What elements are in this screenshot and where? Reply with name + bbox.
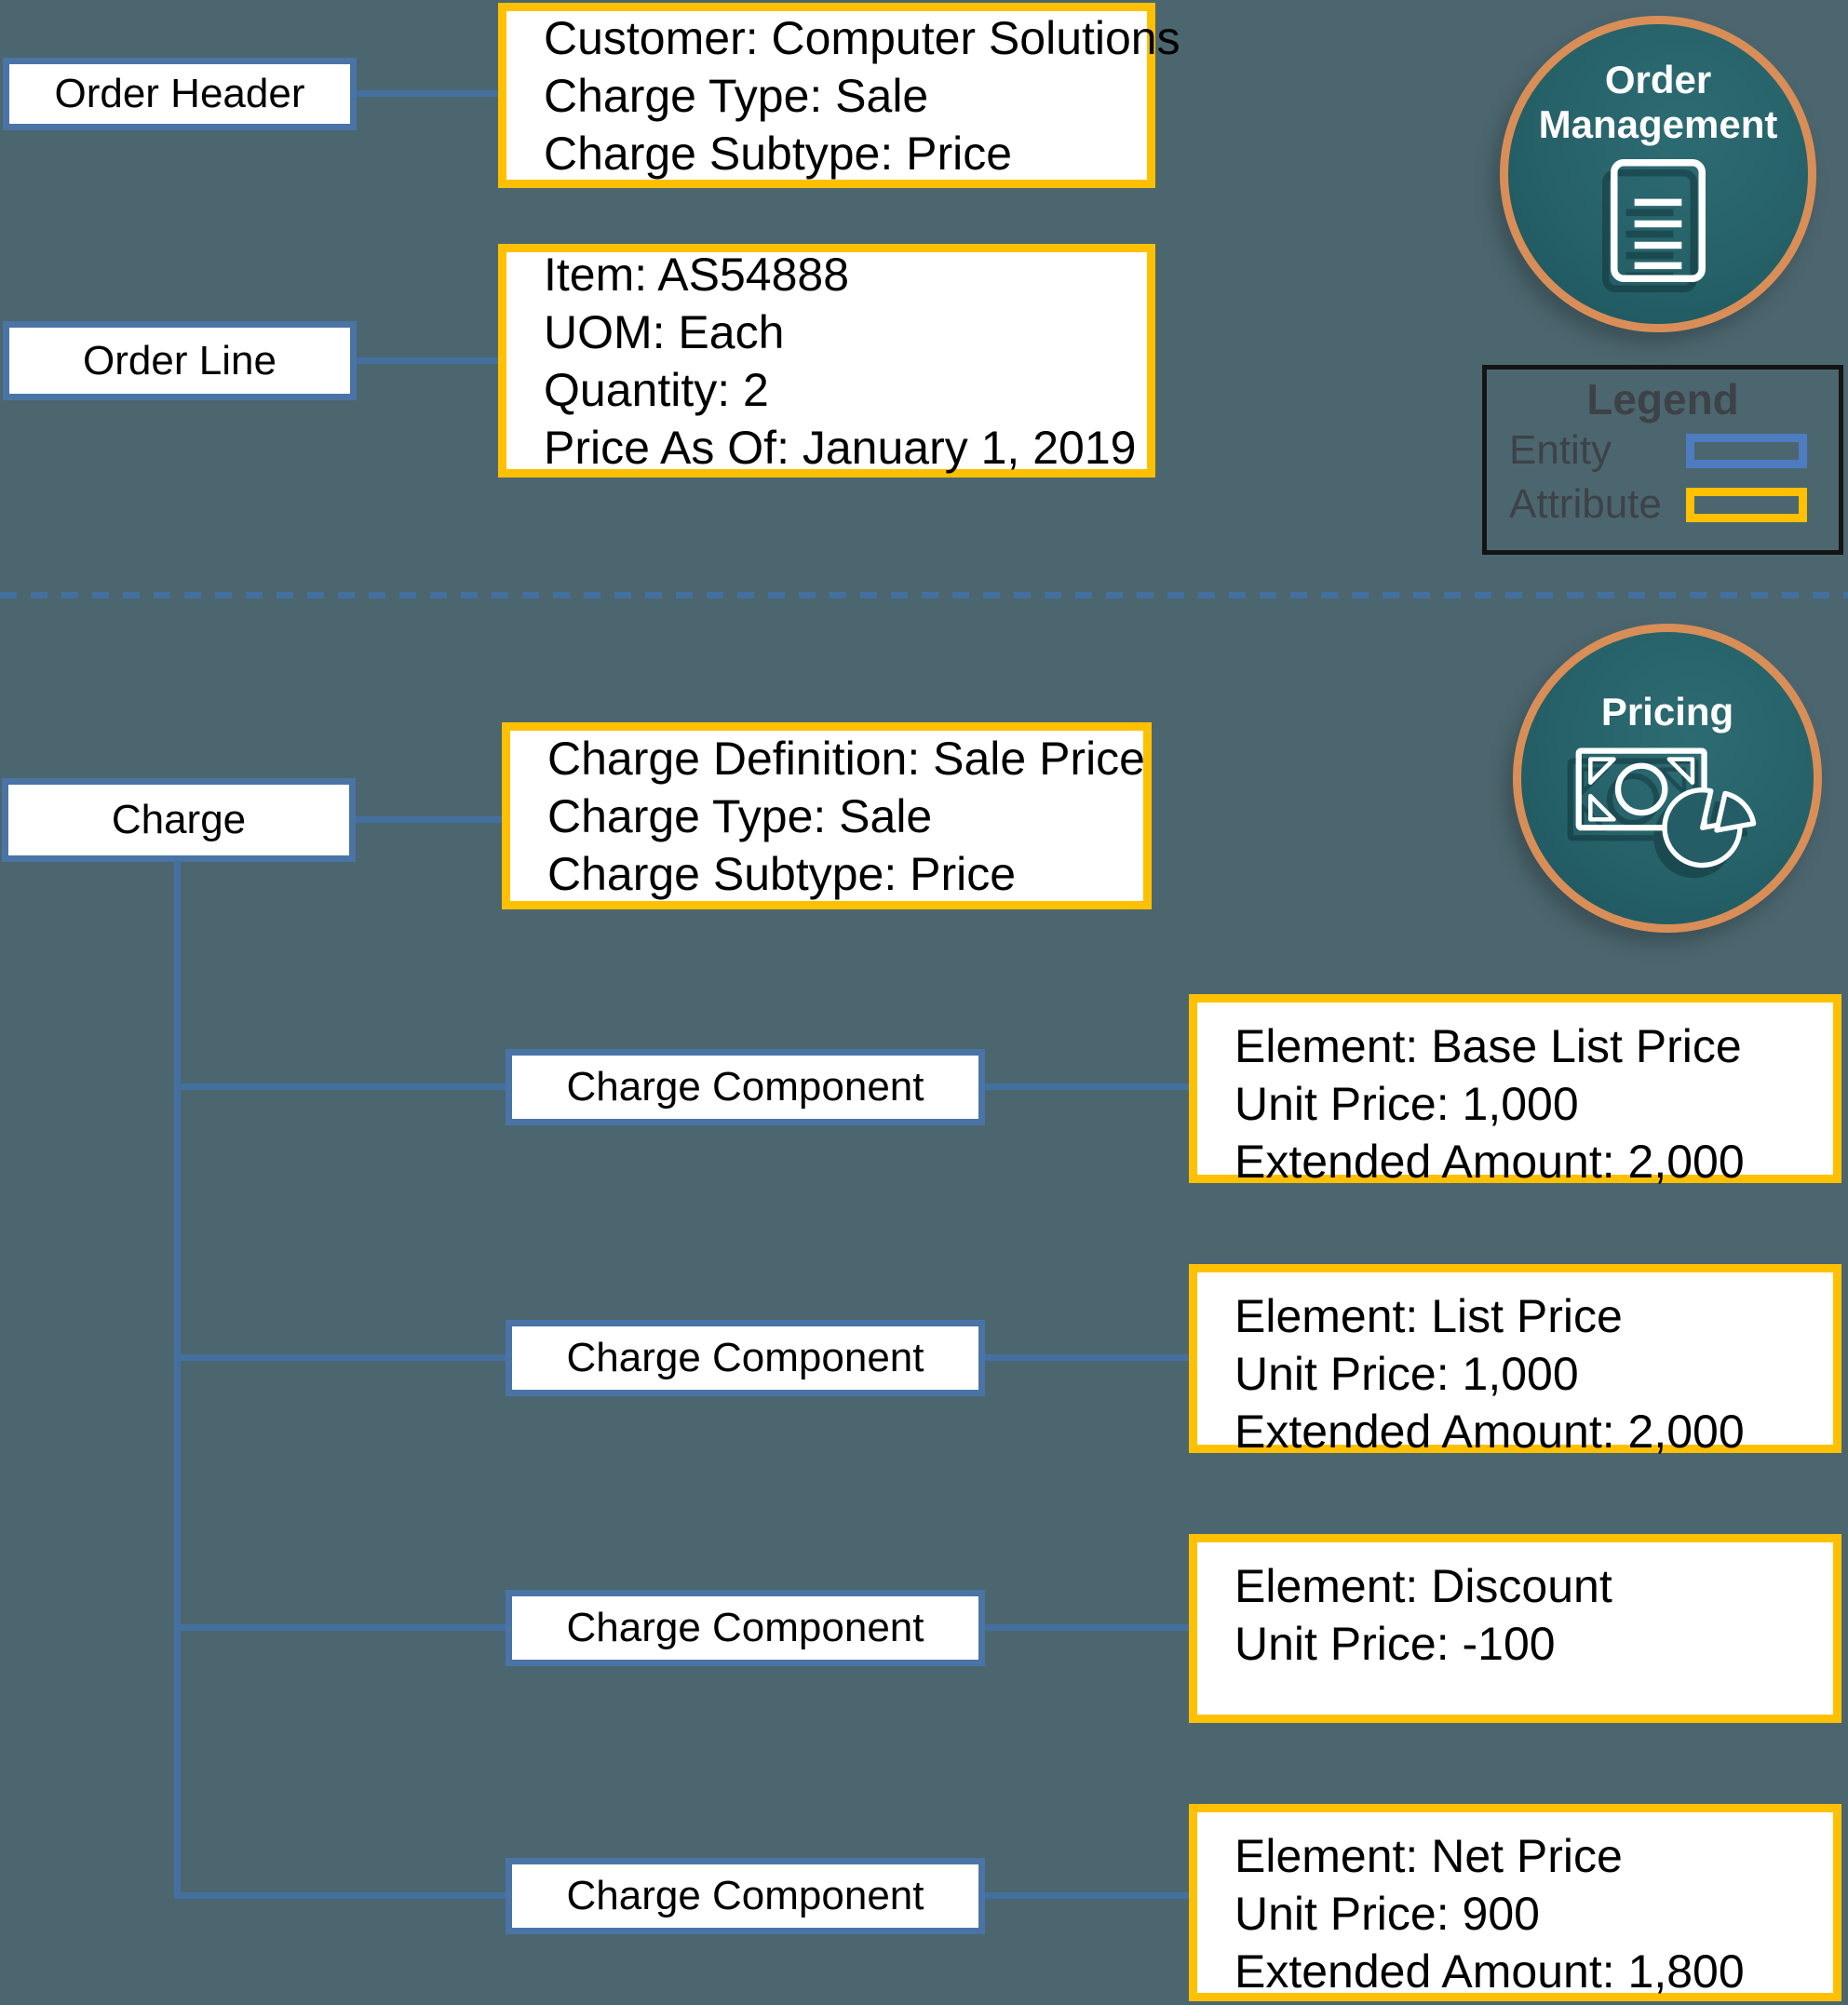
entity-charge-component-2: Charge Component	[506, 1320, 985, 1396]
entity-label: Charge Component	[566, 1873, 924, 1918]
attribute-line: Unit Price: 1,000	[1234, 1078, 1579, 1130]
connector-line	[357, 357, 498, 364]
entity-charge-component-3: Charge Component	[506, 1590, 985, 1666]
entity-label: Order Line	[83, 337, 277, 384]
tree-branch-line	[177, 1354, 506, 1361]
legend-attribute-label: Attribute	[1509, 481, 1662, 527]
connector-line	[985, 1354, 1189, 1361]
attribute-line: Extended Amount: 2,000	[1234, 1136, 1745, 1188]
entity-charge-component-4: Charge Component	[506, 1858, 985, 1934]
section-divider-dashed-line	[0, 592, 1848, 599]
entity-charge-component-1: Charge Component	[506, 1049, 985, 1125]
legend-entity-label: Entity	[1509, 427, 1612, 473]
entity-label: Charge Component	[566, 1605, 924, 1650]
connector-line	[357, 90, 498, 97]
entity-label: Charge	[111, 797, 247, 842]
tree-branch-line	[177, 1083, 506, 1090]
legend-entity-swatch	[1686, 433, 1807, 468]
attribute-line: Extended Amount: 1,800	[1234, 1945, 1745, 1998]
connector-line	[356, 816, 502, 823]
charge-component-3-attributes: Element: Discount Unit Price: -100	[1189, 1534, 1841, 1723]
charge-component-1-attributes: Element: Base List Price Unit Price: 1,0…	[1189, 994, 1841, 1188]
attribute-line: Element: Discount	[1234, 1560, 1612, 1612]
attribute-line: UOM: Each	[544, 305, 785, 358]
attribute-line: Charge Type: Sale	[544, 69, 929, 122]
attribute-line: Quantity: 2	[544, 363, 769, 416]
order-management-badge: Order Management	[1500, 16, 1816, 332]
legend-title: Legend	[1586, 375, 1739, 424]
attribute-line: Extended Amount: 2,000	[1234, 1406, 1745, 1458]
attribute-line: Charge Subtype: Price	[547, 847, 1017, 900]
attribute-line: Element: Net Price	[1234, 1830, 1623, 1882]
charge-attributes: Charge Definition: Sale Price Charge Typ…	[502, 722, 1152, 909]
attribute-line: Charge Subtype: Price	[544, 127, 1013, 180]
attribute-line: Unit Price: 1,000	[1234, 1348, 1579, 1400]
attribute-line: Charge Definition: Sale Price	[547, 732, 1145, 785]
order-header-attributes: Customer: Computer Solutions Charge Type…	[498, 3, 1180, 188]
attribute-line: Charge Type: Sale	[547, 789, 933, 842]
entity-order-header: Order Header	[3, 58, 357, 130]
charge-component-2-attributes: Element: List Price Unit Price: 1,000 Ex…	[1189, 1264, 1841, 1458]
legend-attribute-swatch	[1686, 487, 1807, 522]
attribute-line: Customer: Computer Solutions	[544, 11, 1180, 64]
attribute-line: Element: List Price	[1234, 1290, 1623, 1342]
connector-line	[985, 1083, 1189, 1090]
connector-line	[985, 1892, 1189, 1899]
attribute-line: Item: AS54888	[544, 248, 850, 301]
order-management-badge-label: Order Management	[1538, 58, 1778, 146]
legend-row-attribute: Attribute	[1487, 478, 1839, 532]
entity-label: Charge Component	[566, 1335, 924, 1380]
attribute-line: Unit Price: 900	[1234, 1888, 1540, 1940]
connector-line	[985, 1624, 1189, 1631]
document-icon	[1609, 158, 1707, 288]
attribute-line: Price As Of: January 1, 2019	[544, 421, 1137, 474]
tree-branch-line	[177, 1624, 506, 1631]
pricing-badge: Pricing	[1513, 624, 1822, 933]
legend: Legend Entity Attribute	[1482, 365, 1843, 555]
entity-order-line: Order Line	[3, 321, 357, 400]
charge-component-4-attributes: Element: Net Price Unit Price: 900 Exten…	[1189, 1804, 1841, 2001]
order-line-attributes: Item: AS54888 UOM: Each Quantity: 2 Pric…	[498, 244, 1155, 478]
entity-label: Order Header	[54, 71, 305, 116]
entity-charge: Charge	[2, 778, 356, 862]
tree-trunk-line	[174, 861, 181, 1899]
banknote-pie-chart-icon	[1575, 747, 1760, 876]
pricing-badge-label: Pricing	[1600, 690, 1734, 733]
attribute-line: Element: Base List Price	[1234, 1020, 1742, 1072]
legend-row-entity: Entity	[1487, 424, 1839, 478]
entity-label: Charge Component	[566, 1064, 924, 1110]
attribute-line: Unit Price: -100	[1234, 1618, 1556, 1670]
tree-branch-line	[177, 1892, 506, 1899]
